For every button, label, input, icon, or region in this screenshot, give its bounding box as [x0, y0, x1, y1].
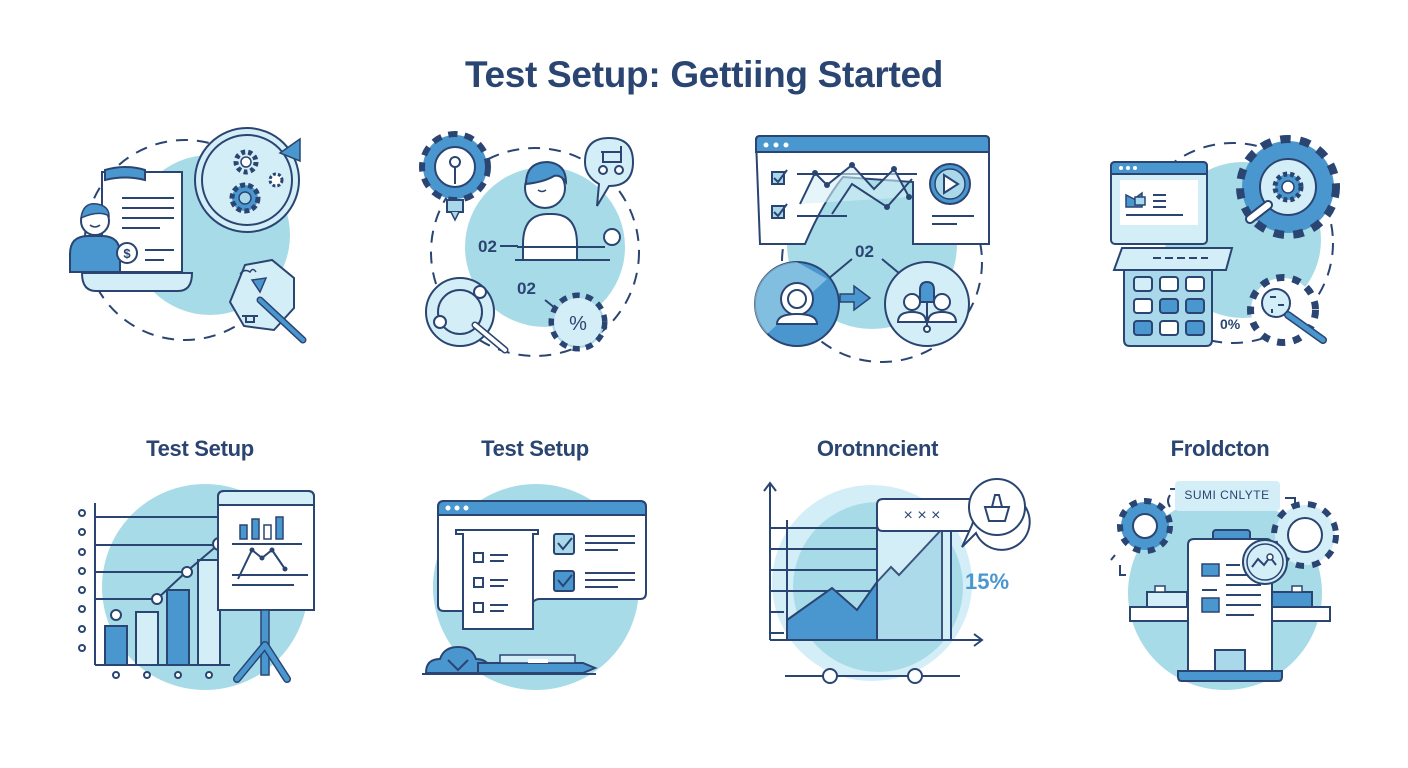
magnifier-chart-icon — [1242, 539, 1288, 585]
badge-text: × × × — [904, 507, 941, 524]
illustration-ideation: 02 02 % — [405, 122, 665, 362]
annotation-02-b: 02 — [517, 279, 536, 298]
annotation-02: 02 — [855, 242, 874, 261]
magnifier-gear-icon — [1247, 274, 1327, 346]
keyboard-icon — [422, 654, 598, 675]
percent-gear-icon: % — [548, 292, 608, 352]
illustration-test-setup-checklist — [418, 475, 658, 690]
checklist-illustration — [422, 484, 647, 690]
cloud-icon — [424, 645, 492, 674]
arrow-icon — [278, 137, 301, 163]
annotation-02: 02 — [478, 237, 497, 256]
svg-text:$: $ — [123, 246, 131, 261]
arrow-right-icon — [839, 284, 872, 312]
illustration-analytics: 02 — [752, 134, 1012, 363]
bar-chart-illustration — [78, 484, 315, 690]
area-chart-icon — [763, 481, 984, 647]
slider-handle[interactable] — [822, 668, 838, 684]
checkbox-icon — [553, 533, 635, 592]
calculator-keypad-icon — [1123, 269, 1213, 347]
large-gear-icon — [1236, 135, 1340, 239]
team-icon — [884, 261, 970, 347]
area-chart-illustration: × × × 15% — [763, 478, 1031, 684]
analytics-illustration: 02 — [754, 135, 990, 363]
annotation-percent: 0% — [1220, 316, 1241, 332]
percent-value: 15% — [965, 569, 1009, 594]
slider-handle[interactable] — [907, 668, 923, 684]
slider-icon — [785, 668, 960, 684]
pen-tool-icon — [228, 258, 307, 344]
label-test-setup-1: Test Setup — [146, 436, 254, 461]
illustration-configuration: 0% — [1108, 125, 1348, 355]
illustration-test-setup-chart — [70, 475, 330, 690]
speech-bubble-icon: × × × — [876, 498, 980, 532]
browser-window-icon — [1110, 161, 1208, 245]
svg-text:%: % — [569, 313, 587, 335]
lightbulb-gear-icon — [419, 131, 491, 222]
play-button-icon — [929, 163, 974, 225]
illustration-planning: $ — [60, 120, 320, 355]
label-orotnncient: Orotnncient — [816, 436, 939, 461]
gear-icon — [1271, 501, 1339, 569]
illustration-orotnncient: × × × 15% — [760, 475, 1031, 690]
page-title: Test Setup: Gettiing Started — [464, 54, 944, 95]
banner-text: SUMI CNLYTE — [1184, 488, 1269, 502]
label-froldcton: Froldcton — [1170, 436, 1270, 461]
banner: SUMI CNLYTE — [1167, 481, 1296, 511]
gears-icon — [194, 127, 300, 233]
configuration-illustration: 0% — [1110, 135, 1340, 347]
person-at-desk-icon — [515, 160, 610, 261]
cart-speech-bubble-icon — [583, 136, 635, 207]
basket-icon — [961, 478, 1031, 551]
dollar-icon: $ — [116, 242, 138, 264]
planning-illustration: $ — [69, 127, 307, 344]
gear-icon — [1110, 498, 1173, 576]
user-circle-icon — [754, 261, 840, 347]
line-chart-icon — [797, 162, 917, 217]
froldcton-illustration: SUMI CNLYTE — [1110, 481, 1339, 690]
illustration-froldcton: SUMI CNLYTE — [1110, 475, 1350, 690]
magnifier-network-icon — [425, 277, 509, 354]
presentation-board-icon — [217, 490, 315, 683]
checklist-icon — [455, 529, 539, 630]
label-test-setup-2: Test Setup — [481, 436, 589, 461]
ideation-illustration: 02 02 % — [419, 131, 640, 357]
checkbox-icon — [771, 169, 788, 219]
